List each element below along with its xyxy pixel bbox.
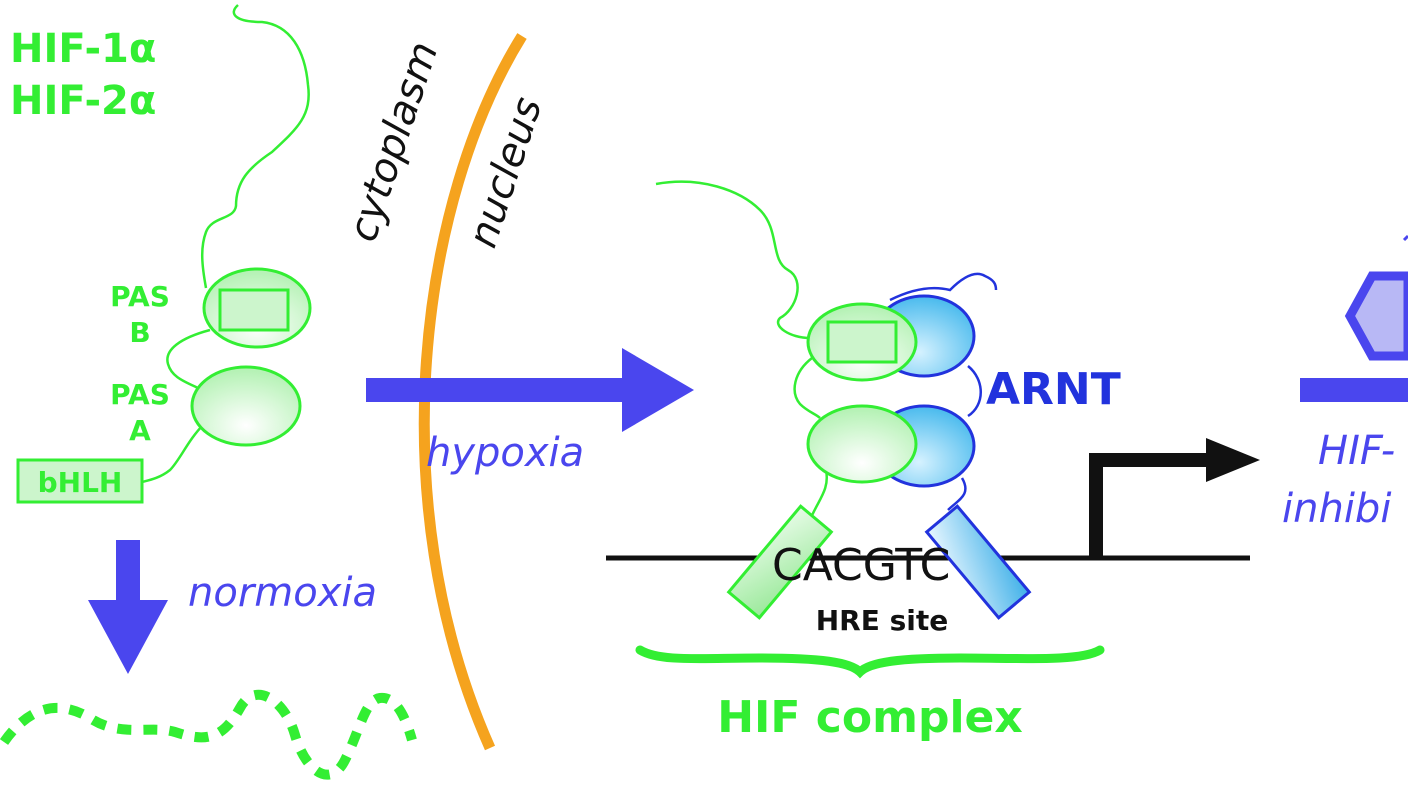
inhibitor-label-line2: inhibi — [1282, 486, 1391, 532]
hif-complex-brace — [635, 645, 1105, 679]
bhlh-label: bHLH — [38, 466, 123, 499]
complex-pas-b-pocket — [826, 320, 898, 364]
arnt-linker — [967, 365, 982, 418]
pas-a-label-line1: PAS — [110, 378, 170, 411]
dna-sequence-label: CACGTC — [772, 540, 950, 591]
complex-hif-linker — [793, 357, 821, 419]
complex-pas-a — [806, 404, 918, 484]
inhibitor-bar — [1300, 378, 1408, 402]
normoxia-label: normoxia — [188, 570, 377, 616]
normoxia-arrow — [88, 540, 168, 674]
hre-site-label: HRE site — [816, 604, 949, 637]
bhlh-linker — [141, 423, 205, 484]
nucleus-label: nucleus — [460, 92, 552, 253]
hif-complex-label: HIF complex — [717, 692, 1023, 743]
arnt-label: ARNT — [986, 364, 1121, 415]
nuclear-membrane — [418, 33, 527, 751]
pas-a-label-line2: A — [129, 414, 151, 447]
pas-b-label-line1: PAS — [110, 280, 170, 313]
bhlh-domain — [16, 458, 144, 504]
cytoplasm-label: cytoplasm — [340, 36, 448, 247]
arnt-bhlh — [924, 504, 1032, 620]
hypoxia-arrow — [366, 348, 694, 432]
pas-b-pocket — [218, 288, 290, 332]
hif1a-label: HIF-1α — [10, 26, 156, 72]
inhibitor-label-line1: HIF- — [1318, 428, 1395, 474]
complex-hif-bhlh — [726, 504, 834, 620]
pas-b-label-line2: B — [129, 316, 150, 349]
pas-a-domain — [190, 365, 302, 447]
hypoxia-label: hypoxia — [426, 430, 584, 476]
hif2a-label: HIF-2α — [10, 78, 156, 124]
hif-alpha-tail — [201, 4, 310, 289]
hif-inhibitor — [1300, 234, 1408, 402]
inhibitor-hexagon — [1344, 271, 1408, 361]
hif-alpha-subunit — [16, 4, 312, 504]
hif-complex — [655, 180, 1032, 620]
arnt-to-dna-linker — [947, 477, 967, 511]
complex-hif-alpha-tail — [655, 180, 811, 340]
transcription-start-arrow — [1089, 438, 1260, 556]
arnt-tail — [889, 272, 998, 302]
complex-hif-to-dna-linker — [808, 469, 829, 521]
degraded-protein — [0, 689, 417, 780]
pas-linker — [166, 328, 211, 390]
